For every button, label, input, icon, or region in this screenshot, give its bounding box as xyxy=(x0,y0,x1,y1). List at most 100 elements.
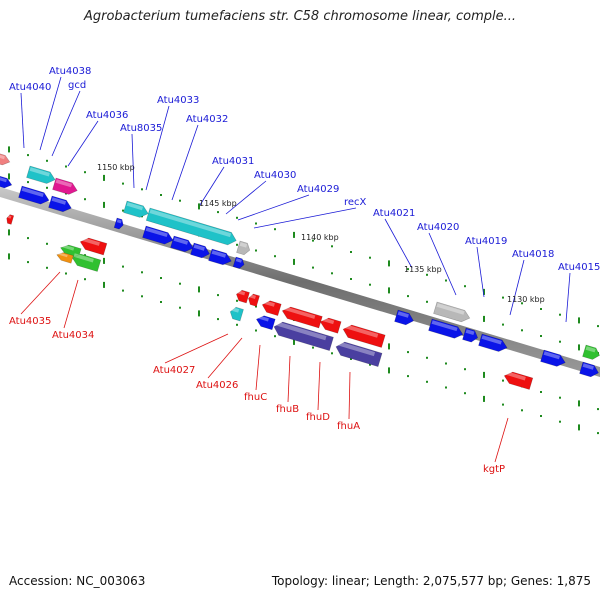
forward-gene-label[interactable]: recX xyxy=(344,197,367,208)
reverse-gene[interactable] xyxy=(334,340,383,368)
forward-gene[interactable] xyxy=(145,207,238,247)
track-tick xyxy=(293,338,295,345)
reverse-gene[interactable] xyxy=(59,243,82,259)
forward-gene-label[interactable]: gcd xyxy=(68,80,86,91)
forward-gene-label[interactable]: Atu4032 xyxy=(186,114,228,125)
track-tick xyxy=(84,198,86,201)
forward-gene[interactable] xyxy=(232,256,245,269)
reverse-gene-label[interactable]: kgtP xyxy=(483,464,505,475)
reverse-gene-label[interactable]: fhuA xyxy=(337,421,360,432)
reverse-gene[interactable] xyxy=(272,320,334,352)
reverse-gene[interactable] xyxy=(229,306,244,322)
reverse-gene[interactable] xyxy=(79,236,108,256)
forward-gene[interactable] xyxy=(26,165,57,186)
reverse-gene-label[interactable]: Atu4026 xyxy=(196,380,238,391)
forward-gene-label[interactable]: Atu4038 xyxy=(49,66,91,77)
track-tick xyxy=(388,260,390,267)
track-tick xyxy=(217,318,219,321)
forward-gene-label[interactable]: Atu4021 xyxy=(373,208,415,219)
reverse-gene-label[interactable]: Atu4035 xyxy=(9,316,51,327)
forward-gene[interactable] xyxy=(0,151,11,167)
forward-gene-label[interactable]: Atu4018 xyxy=(512,249,554,260)
reverse-gene[interactable] xyxy=(56,251,74,264)
forward-gene[interactable] xyxy=(394,309,416,327)
reverse-gene-label[interactable]: fhuB xyxy=(276,404,299,415)
reverse-gene-label[interactable]: Atu4034 xyxy=(52,330,94,341)
label-leader-line xyxy=(207,337,243,379)
forward-gene-label[interactable]: Atu4020 xyxy=(417,222,459,233)
forward-gene[interactable] xyxy=(190,242,212,260)
label-leader-line xyxy=(131,133,135,189)
label-leader-line xyxy=(348,371,351,420)
track-tick xyxy=(236,216,238,219)
track-tick xyxy=(46,159,48,162)
forward-gene[interactable] xyxy=(142,225,175,246)
forward-gene-label[interactable]: Atu4030 xyxy=(254,170,296,181)
label-leader-line xyxy=(317,361,321,411)
forward-gene[interactable] xyxy=(113,217,125,230)
forward-gene[interactable] xyxy=(18,185,51,206)
forward-gene[interactable] xyxy=(208,248,234,267)
forward-gene[interactable] xyxy=(52,177,79,196)
forward-gene[interactable] xyxy=(123,200,150,219)
forward-gene[interactable] xyxy=(428,318,465,340)
forward-gene[interactable] xyxy=(0,174,13,190)
forward-gene[interactable] xyxy=(170,235,196,254)
forward-gene-label[interactable]: Atu4036 xyxy=(86,110,128,121)
track-tick xyxy=(540,308,542,310)
reverse-gene[interactable] xyxy=(71,252,102,272)
forward-gene-label[interactable]: Atu8035 xyxy=(120,123,162,134)
track-tick xyxy=(540,335,542,337)
track-tick xyxy=(122,289,124,292)
forward-gene[interactable] xyxy=(48,195,74,214)
forward-gene[interactable] xyxy=(540,349,567,368)
forward-gene-label[interactable]: Atu4033 xyxy=(157,95,199,106)
label-leader-line xyxy=(428,232,457,296)
reverse-gene[interactable] xyxy=(341,323,386,348)
forward-gene-label[interactable]: Atu4031 xyxy=(212,156,254,167)
forward-gene-label[interactable]: Atu4019 xyxy=(465,236,507,247)
reverse-gene-label[interactable]: fhuC xyxy=(244,392,267,403)
forward-gene-label[interactable]: Atu4015 xyxy=(558,262,600,273)
track-tick xyxy=(578,400,580,407)
label-leader-line xyxy=(237,194,310,221)
track-tick xyxy=(578,424,580,431)
track-tick xyxy=(331,245,333,248)
track-tick xyxy=(179,282,181,285)
track-tick xyxy=(103,201,105,208)
track-tick xyxy=(27,261,29,264)
reverse-gene[interactable] xyxy=(281,305,323,329)
track-tick xyxy=(559,313,561,316)
reverse-gene[interactable] xyxy=(503,370,534,390)
track-tick xyxy=(369,363,371,366)
track-tick xyxy=(369,256,371,259)
forward-gene[interactable] xyxy=(579,361,600,379)
reverse-gene-label[interactable]: fhuD xyxy=(306,412,330,423)
chromosome-backbone xyxy=(0,187,600,377)
forward-gene-label[interactable]: Atu4040 xyxy=(9,82,51,93)
reverse-gene[interactable] xyxy=(255,314,276,331)
reverse-gene[interactable] xyxy=(319,316,342,334)
reverse-gene[interactable] xyxy=(5,214,15,225)
forward-gene[interactable] xyxy=(462,327,480,344)
track-tick xyxy=(141,295,143,298)
map-title: Agrobacterium tumefaciens str. C58 chrom… xyxy=(83,9,517,24)
reverse-gene[interactable] xyxy=(247,293,260,307)
label-leader-line xyxy=(255,344,261,391)
track-tick xyxy=(160,301,162,303)
track-tick xyxy=(350,251,352,253)
reverse-gene[interactable] xyxy=(261,299,282,317)
reverse-gene-label[interactable]: Atu4027 xyxy=(153,365,195,376)
track-tick xyxy=(502,403,504,406)
track-tick xyxy=(369,283,371,286)
reverse-gene[interactable] xyxy=(235,289,250,304)
track-tick xyxy=(483,371,485,378)
track-tick xyxy=(502,379,504,382)
forward-gene[interactable] xyxy=(478,333,509,354)
forward-gene[interactable] xyxy=(433,301,472,324)
label-leader-line xyxy=(225,180,267,215)
forward-gene-label[interactable]: Atu4029 xyxy=(297,184,339,195)
forward-gene[interactable] xyxy=(236,240,252,256)
forward-gene[interactable] xyxy=(582,344,600,361)
track-tick xyxy=(597,325,599,328)
